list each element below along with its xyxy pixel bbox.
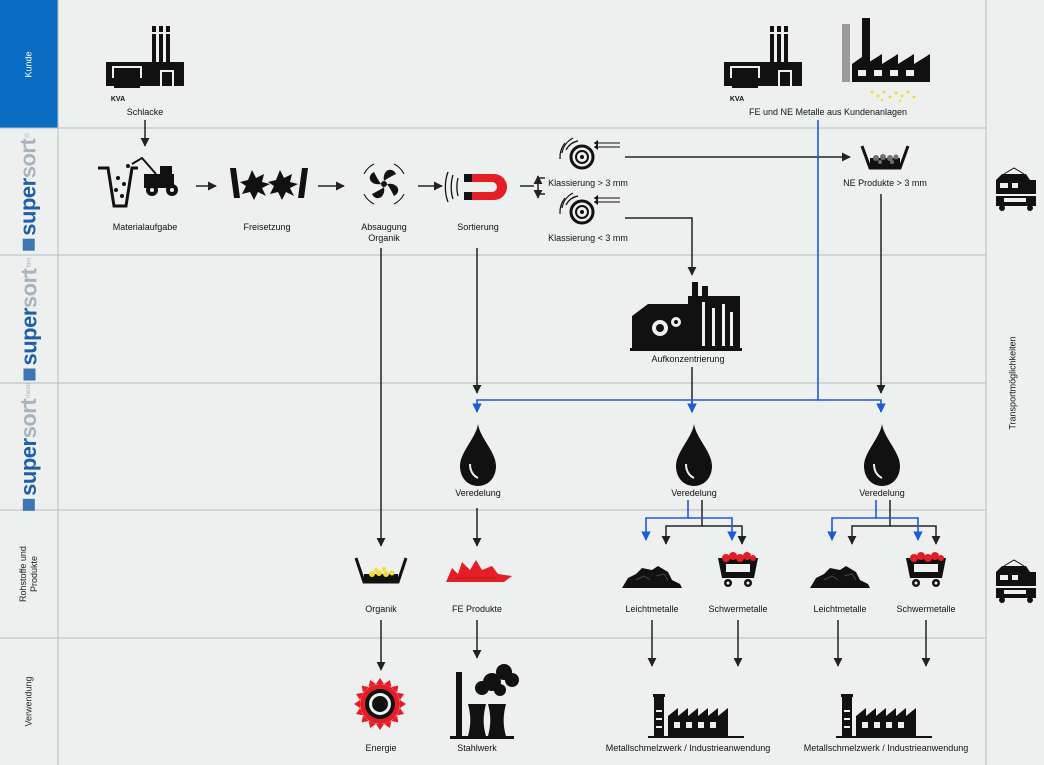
customer-factory-icon	[842, 18, 930, 103]
label-organik: Organik	[365, 604, 397, 614]
kva-plant-icon	[106, 26, 184, 88]
refining-drop-icon-1	[459, 423, 497, 487]
organik-bin-icon	[354, 557, 408, 584]
row-label-rohstoffe: Rohstoffe und Produkte	[18, 546, 39, 602]
train-icon-2	[995, 559, 1037, 604]
fan-suction-icon	[363, 163, 405, 205]
label-schwermetalle-1: Schwermetalle	[708, 604, 768, 614]
label-leichtmetalle-1: Leichtmetalle	[625, 604, 679, 614]
label-klassierung-gt: Klassierung > 3 mm	[548, 178, 628, 188]
label-energie: Energie	[365, 743, 397, 753]
light-metals-icon-1	[621, 565, 683, 589]
label-fe-produkte: FE Produkte	[451, 604, 503, 614]
liberation-crusher-icon	[230, 168, 308, 200]
label-absaugung: Absaugung	[361, 222, 407, 232]
smelter-icon-1	[648, 694, 744, 738]
sieve-gt-icon	[558, 136, 622, 170]
label-ne-produkte: NE Produkte > 3 mm	[843, 178, 927, 188]
ne-bin-icon	[860, 145, 910, 170]
row-label-verwendung: Verwendung	[23, 676, 34, 727]
sieve-lt-icon	[558, 191, 622, 225]
refining-drop-icon-2	[675, 423, 713, 487]
label-metallschmelz-1: Metallschmelzwerk / Industrieanwendung	[605, 743, 771, 753]
label-metallschmelz-2: Metallschmelzwerk / Industrieanwendung	[803, 743, 969, 753]
light-metals-icon-2	[809, 565, 871, 589]
label-sortierung: Sortierung	[457, 222, 499, 232]
train-icon	[995, 167, 1037, 212]
label-absaugung-organik: Organik	[368, 233, 400, 243]
label-schlacke: Schlacke	[126, 107, 164, 117]
energy-turbine-icon	[354, 678, 406, 730]
hopper-loader-icon	[98, 156, 178, 208]
kva-label-right: KVA	[729, 96, 745, 103]
kva-plant-icon-right	[724, 26, 802, 88]
magnet-icon	[444, 171, 507, 203]
steelworks-icon	[450, 664, 519, 739]
label-veredelung-1: Veredelung	[455, 488, 501, 498]
row-label-kunde: Kunde	[23, 50, 34, 78]
heavy-metals-icon-1	[718, 552, 758, 587]
label-schwermetalle-2: Schwermetalle	[896, 604, 956, 614]
label-veredelung-3: Veredelung	[859, 488, 905, 498]
smelter-icon-2	[836, 694, 932, 738]
label-aufkonzentrierung: Aufkonzentrierung	[651, 354, 725, 364]
heavy-metals-icon-2	[906, 552, 946, 587]
label-materialaufgabe: Materialaufgabe	[112, 222, 178, 232]
label-veredelung-2: Veredelung	[671, 488, 717, 498]
label-fe-ne-kunden: FE und NE Metalle aus Kundenanlagen	[748, 107, 908, 117]
kva-label: KVA	[110, 96, 126, 103]
concentration-plant-icon	[630, 282, 742, 351]
label-freisetzung: Freisetzung	[243, 222, 291, 232]
transport-label: Transportmöglichkeiten	[1007, 336, 1018, 430]
fe-products-icon	[446, 560, 512, 582]
refining-drop-icon-3	[863, 423, 901, 487]
label-stahlwerk: Stahlwerk	[457, 743, 497, 753]
label-leichtmetalle-2: Leichtmetalle	[813, 604, 867, 614]
label-klassierung-lt: Klassierung < 3 mm	[548, 233, 628, 243]
kunde-row-header	[0, 0, 58, 128]
